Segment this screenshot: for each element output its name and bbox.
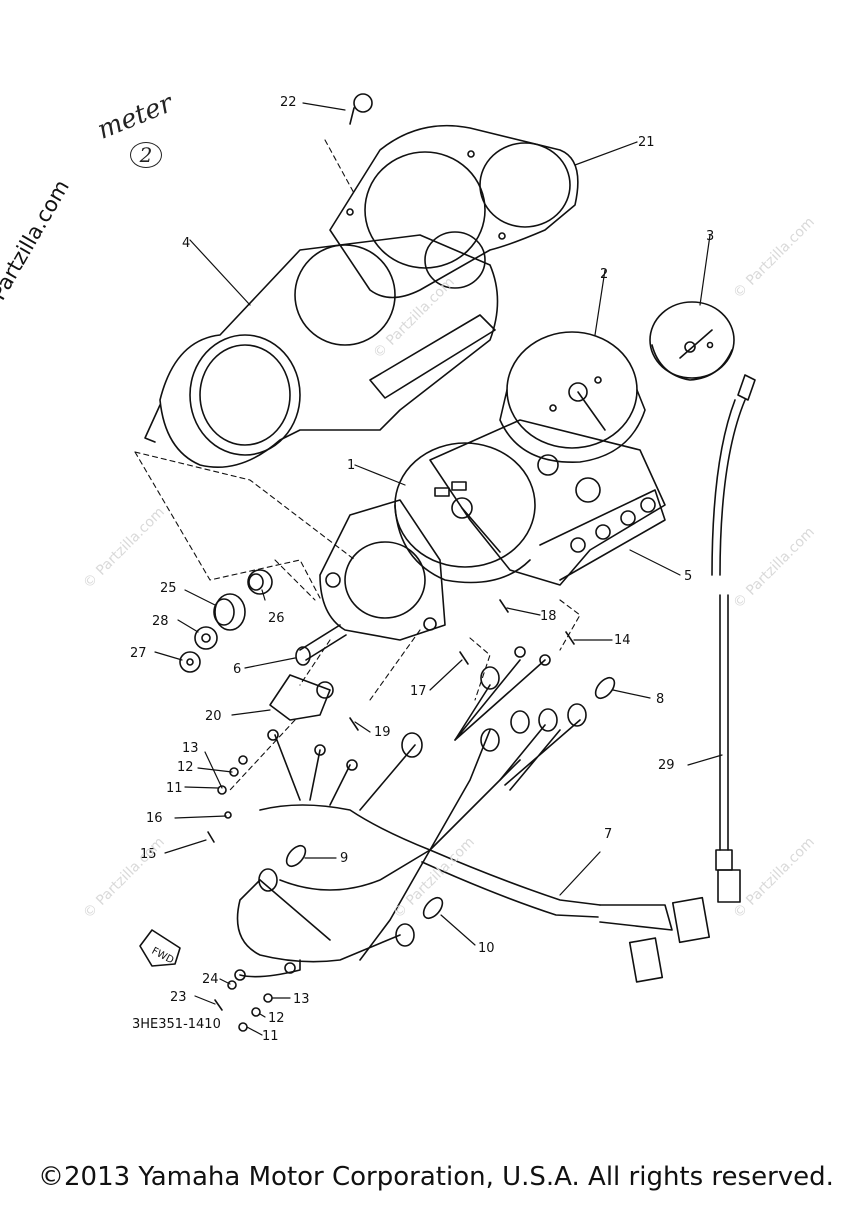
callout-14: 14 bbox=[614, 633, 631, 648]
lower-housing bbox=[319, 499, 446, 641]
part-29-cable bbox=[711, 374, 756, 903]
callout-6: 6 bbox=[233, 662, 241, 677]
callout-1: 1 bbox=[347, 458, 355, 473]
bulbs bbox=[285, 676, 616, 920]
callout-21: 21 bbox=[638, 135, 655, 150]
callout-13b: 13 bbox=[293, 992, 310, 1007]
part-7-harness bbox=[234, 646, 711, 983]
part-1-gauge bbox=[394, 442, 536, 584]
callout-labels: 22 21 4 2 3 5 1 25 26 28 27 6 20 18 14 1… bbox=[130, 95, 714, 1044]
callout-9: 9 bbox=[340, 851, 348, 866]
part-21-bezel bbox=[329, 124, 579, 299]
handwritten-note-number: 2 bbox=[130, 142, 162, 168]
callout-25: 25 bbox=[160, 581, 177, 596]
callout-24: 24 bbox=[202, 972, 219, 987]
part-2-gauge bbox=[499, 331, 646, 463]
screws bbox=[207, 599, 575, 1032]
callout-19: 19 bbox=[374, 725, 391, 740]
grommets bbox=[179, 569, 273, 673]
callout-15: 15 bbox=[140, 847, 157, 862]
part-6-shaft bbox=[295, 624, 347, 666]
callout-16: 16 bbox=[146, 811, 163, 826]
callout-28: 28 bbox=[152, 614, 169, 629]
callout-12: 12 bbox=[177, 760, 194, 775]
callout-4: 4 bbox=[182, 236, 190, 251]
callout-17: 17 bbox=[410, 684, 427, 699]
drawing-code: 3HE351-1410 bbox=[132, 1017, 221, 1032]
callout-27: 27 bbox=[130, 646, 147, 661]
callout-22: 22 bbox=[280, 95, 297, 110]
copyright-footer: ©2013 Yamaha Motor Corporation, U.S.A. A… bbox=[38, 1162, 834, 1192]
callout-18: 18 bbox=[540, 609, 557, 624]
fwd-label: FWD bbox=[150, 946, 176, 967]
callout-2: 2 bbox=[600, 267, 608, 282]
callout-26: 26 bbox=[268, 611, 285, 626]
part-22-screw bbox=[349, 93, 373, 125]
callout-12b: 12 bbox=[268, 1011, 285, 1026]
part-5-case bbox=[429, 419, 666, 586]
callout-3: 3 bbox=[706, 229, 714, 244]
callout-8: 8 bbox=[656, 692, 664, 707]
fwd-arrow bbox=[139, 929, 181, 967]
callout-20: 20 bbox=[205, 709, 222, 724]
part-3-gauge bbox=[649, 301, 735, 381]
part-20-bracket bbox=[269, 674, 334, 721]
part-4-housing bbox=[144, 231, 499, 468]
callout-7: 7 bbox=[604, 827, 612, 842]
callout-23: 23 bbox=[170, 990, 187, 1005]
callout-13: 13 bbox=[182, 741, 199, 756]
callout-11b: 11 bbox=[262, 1029, 279, 1044]
callout-11: 11 bbox=[166, 781, 183, 796]
callout-5: 5 bbox=[684, 569, 692, 584]
callout-29: 29 bbox=[658, 758, 675, 773]
callout-10: 10 bbox=[478, 941, 495, 956]
